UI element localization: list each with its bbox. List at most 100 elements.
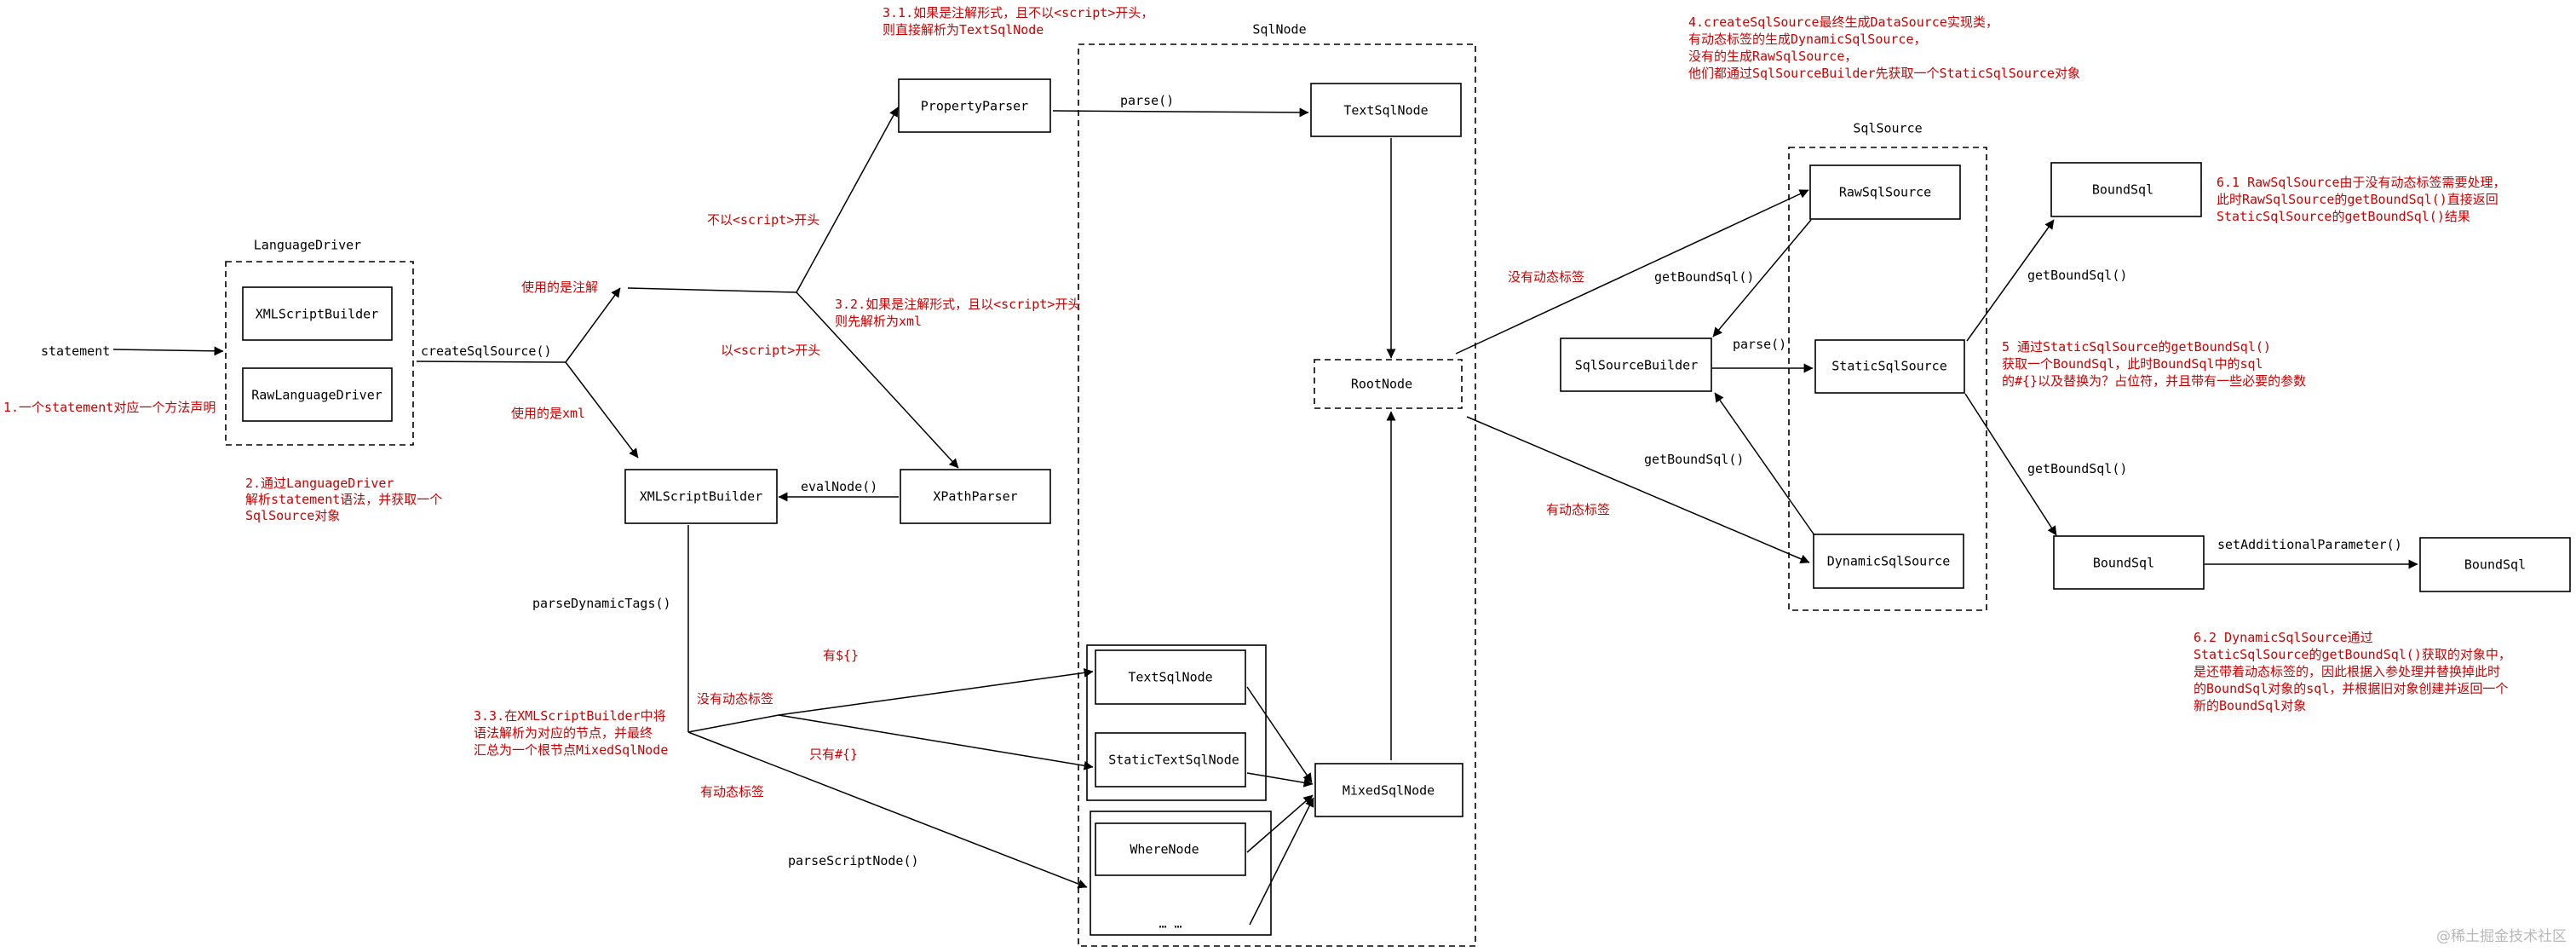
note-3-1-line: 则直接解析为TextSqlNode: [883, 22, 1044, 38]
arrow-to-static-text-sql-node: [778, 714, 1094, 770]
use-xml-label: 使用的是xml: [511, 406, 585, 421]
where-node[interactable]: WhereNode: [1095, 822, 1246, 876]
note-5-line: 的#{}以及替换为？占位符，并且带有一些必要的参数: [2002, 373, 2306, 389]
note-4-line: 他们都通过SqlSourceBuilder先获取一个StaticSqlSourc…: [1688, 66, 2080, 81]
property-parser-node[interactable]: PropertyParser: [898, 78, 1051, 133]
bound-sql-right-node[interactable]: BoundSql: [2419, 537, 2571, 592]
note-2-line: SqlSource对象: [245, 508, 340, 523]
note-5: 5 通过StaticSqlSource的getBoundSql()获取一个Bou…: [2002, 339, 2306, 389]
parse-label-2: parse(): [1733, 337, 1786, 352]
arrow-statement: [112, 346, 224, 356]
svg-text:BoundSql: BoundSql: [2464, 557, 2526, 573]
xml-script-builder-node[interactable]: XMLScriptBuilder: [624, 469, 778, 524]
arrow-static-to-bound-mid: [1964, 393, 2057, 536]
svg-text:RawSqlSource: RawSqlSource: [1839, 185, 1931, 200]
parse-script-node-label: parseScriptNode(): [788, 853, 919, 868]
language-driver-container: [225, 261, 414, 446]
arrow-to-property-parser: [796, 107, 899, 293]
no-dynamic-tag-label-2: 没有动态标签: [1508, 269, 1584, 285]
xpath-parser-node[interactable]: XPathParser: [900, 469, 1051, 524]
watermark: @稀土掘金技术社区: [2436, 928, 2567, 945]
arrow-to-xml: [565, 361, 639, 459]
svg-text:RawLanguageDriver: RawLanguageDriver: [251, 388, 382, 403]
svg-text:SqlSourceBuilder: SqlSourceBuilder: [1575, 358, 1699, 373]
note-6-1: 6.1 RawSqlSource由于没有动态标签需要处理，此时RawSqlSou…: [2217, 175, 2506, 224]
note-6-2-line: 新的BoundSql对象: [2194, 698, 2306, 713]
arrow-text-to-mixed: [1246, 686, 1313, 783]
svg-text:DynamicSqlSource: DynamicSqlSource: [1827, 554, 1951, 569]
svg-text:MixedSqlNode: MixedSqlNode: [1343, 783, 1435, 799]
static-text-sql-node[interactable]: StaticTextSqlNode: [1095, 732, 1246, 788]
note-6-1-line: 此时RawSqlSource的getBoundSql()直接返回: [2217, 192, 2498, 207]
note-2-line: 2.通过LanguageDriver: [245, 476, 394, 491]
dynamic-sql-source-node[interactable]: DynamicSqlSource: [1813, 534, 1964, 589]
svg-text:RootNode: RootNode: [1351, 377, 1412, 392]
svg-text:PropertyParser: PropertyParser: [921, 99, 1028, 114]
svg-text:TextSqlNode: TextSqlNode: [1128, 670, 1212, 685]
arrow-to-dynamic-group: [687, 731, 1088, 889]
parse-dynamic-tags-label: parseDynamicTags(): [532, 596, 671, 611]
language-driver-title: LanguageDriver: [254, 238, 361, 253]
only-hash-label: 只有#{}: [809, 747, 858, 762]
has-dynamic-tag-label: 有动态标签: [700, 784, 764, 799]
note-3-1: 3.1.如果是注解形式，且不以<script>开头， 则直接解析为TextSqlN…: [883, 5, 1153, 38]
note-2-line: 解析statement语法，并获取一个: [245, 492, 442, 507]
svg-text:XPathParser: XPathParser: [933, 489, 1017, 505]
parse-label: parse(): [1120, 93, 1174, 108]
sql-source-builder-node[interactable]: SqlSourceBuilder: [1560, 338, 1712, 392]
note-3-3-line: 汇总为一个根节点MixedSqlNode: [474, 742, 668, 758]
arrow-dynamic-to-builder: [1714, 392, 1815, 536]
note-4-line: 有动态标签的生成DynamicSqlSource，: [1688, 32, 1927, 47]
arrow-parse: [1052, 107, 1309, 118]
connectors: [112, 107, 2418, 926]
note-3-3-line: 3.3.在XMLScriptBuilder中将: [474, 708, 666, 724]
line-create-sql-source: [416, 361, 566, 363]
arrow-to-xpath-parser: [796, 291, 959, 469]
sqlnode-title: SqlNode: [1252, 22, 1306, 38]
no-dynamic-tag-label: 没有动态标签: [697, 691, 773, 707]
note-4-line: 没有的生成RawSqlSource，: [1688, 49, 1857, 64]
text-sql-node-top[interactable]: TextSqlNode: [1310, 83, 1462, 137]
note-2: 2.通过LanguageDriver解析statement语法，并获取一个Sql…: [245, 476, 442, 523]
dynamic-nodes-group: [1090, 811, 1272, 936]
note-6-2: 6.2 DynamicSqlSource通过StaticSqlSource的ge…: [2194, 630, 2511, 713]
note-3-1-line: 3.1.如果是注解形式，且不以<script>开头，: [883, 5, 1153, 20]
note-5-line: 5 通过StaticSqlSource的getBoundSql(): [2002, 339, 2271, 355]
raw-sql-source-node[interactable]: RawSqlSource: [1809, 164, 1961, 220]
get-bound-sql-label-1: getBoundSql(): [1654, 269, 1754, 285]
note-3-2-line: 则先解析为xml: [835, 314, 922, 329]
note-6-2-line: 6.2 DynamicSqlSource通过: [2194, 630, 2373, 645]
note-5-line: 获取一个BoundSql，此时BoundSql中的sql: [2002, 356, 2263, 372]
root-node[interactable]: RootNode: [1314, 359, 1463, 409]
svg-text:WhereNode: WhereNode: [1130, 842, 1199, 857]
eval-node-label: evalNode(): [801, 479, 877, 494]
xml-script-builder-inner-node[interactable]: XMLScriptBuilder: [242, 286, 393, 341]
line-annotation-branch: [627, 287, 797, 293]
bound-sql-mid-node[interactable]: BoundSql: [2053, 535, 2205, 590]
svg-text:StaticSqlSource: StaticSqlSource: [1831, 359, 1946, 374]
set-additional-parameter-label: setAdditionalParameter(): [2217, 537, 2402, 552]
create-sql-source-label: createSqlSource(): [421, 343, 552, 359]
mixed-sql-node[interactable]: MixedSqlNode: [1314, 763, 1463, 817]
svg-text:BoundSql: BoundSql: [2092, 182, 2153, 198]
get-bound-sql-label-4: getBoundSql(): [2027, 461, 2127, 476]
get-bound-sql-label-3: getBoundSql(): [2027, 268, 2127, 283]
not-script-label: 不以<script>开头: [707, 212, 819, 228]
bound-sql-top-node[interactable]: BoundSql: [2050, 162, 2202, 217]
get-bound-sql-label-2: getBoundSql(): [1644, 452, 1744, 467]
sqlsource-title: SqlSource: [1853, 121, 1922, 136]
statement-label: statement: [41, 343, 110, 359]
note-4: 4.createSqlSource最终生成DataSource实现类， 有动态标签…: [1688, 14, 2080, 81]
raw-language-driver-node[interactable]: RawLanguageDriver: [242, 367, 393, 422]
text-sql-node[interactable]: TextSqlNode: [1095, 649, 1246, 705]
svg-text:TextSqlNode: TextSqlNode: [1343, 103, 1428, 118]
note-4-line: 4.createSqlSource最终生成DataSource实现类，: [1688, 14, 1998, 30]
line-to-no-dynamic: [687, 714, 779, 733]
arrow-root-to-dynamic: [1466, 416, 1810, 563]
sqlsource-container: [1788, 147, 1987, 611]
static-sql-source-node[interactable]: StaticSqlSource: [1814, 339, 1965, 394]
arrow-static-to-bound-top: [1966, 219, 2055, 342]
